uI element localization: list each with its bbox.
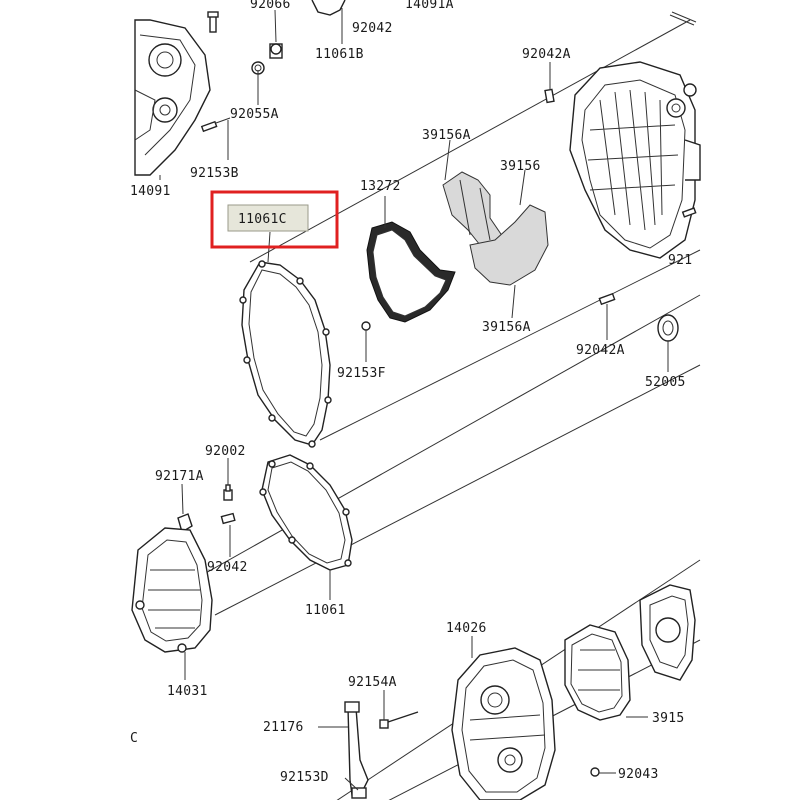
plate-13272 xyxy=(361,221,456,331)
label-92171a: 92171A xyxy=(155,469,204,484)
part-labels: 92066 14091A 92042 11061B 92042A 92055A … xyxy=(130,0,692,785)
leader-lines xyxy=(159,8,669,791)
label-14031: 14031 xyxy=(167,684,208,699)
gasket-11061c xyxy=(239,260,332,448)
label-39156: 39156 xyxy=(500,159,541,174)
label-39156a-bottom: 39156A xyxy=(482,320,531,335)
label-92066: 92066 xyxy=(250,0,291,12)
label-11061: 11061 xyxy=(305,603,346,618)
label-92042-mid: 92042 xyxy=(207,560,248,575)
clutch-cover-top-right xyxy=(544,61,701,342)
label-92154a: 92154A xyxy=(348,675,397,690)
cover-3915-lower xyxy=(564,584,696,777)
small-parts-middle xyxy=(177,484,236,534)
label-921-right: 921 xyxy=(668,253,692,268)
label-13272: 13272 xyxy=(360,179,401,194)
label-92153f: 92153F xyxy=(337,366,386,381)
label-21176: 21176 xyxy=(263,720,304,735)
label-c-left: C xyxy=(130,731,138,746)
cover-14026 xyxy=(451,647,556,800)
label-3915-right: 3915 xyxy=(652,711,685,726)
label-92153d: 92153D xyxy=(280,770,329,785)
label-92043: 92043 xyxy=(618,767,659,782)
cover-39156 xyxy=(442,171,549,286)
label-52005: 52005 xyxy=(645,375,686,390)
label-14091a: 14091A xyxy=(405,0,454,12)
label-39156a-top: 39156A xyxy=(422,128,471,143)
cover-14031 xyxy=(131,527,213,653)
label-92055a: 92055A xyxy=(230,107,279,122)
gasket-11061 xyxy=(259,454,353,571)
label-11061c: 11061C xyxy=(238,212,287,227)
highlight-label-tag xyxy=(227,204,309,232)
highlight-box xyxy=(210,190,339,249)
label-11061b: 11061B xyxy=(315,47,364,62)
label-14091: 14091 xyxy=(130,184,171,199)
label-92042-top: 92042 xyxy=(352,21,393,36)
label-92042a-mid: 92042A xyxy=(576,343,625,358)
bolt-and-cable-lower xyxy=(344,701,419,799)
label-14026: 14026 xyxy=(446,621,487,636)
label-92002: 92002 xyxy=(205,444,246,459)
label-92042a-top: 92042A xyxy=(522,47,571,62)
crankcase-top-left xyxy=(134,0,697,176)
label-92153b: 92153B xyxy=(190,166,239,181)
